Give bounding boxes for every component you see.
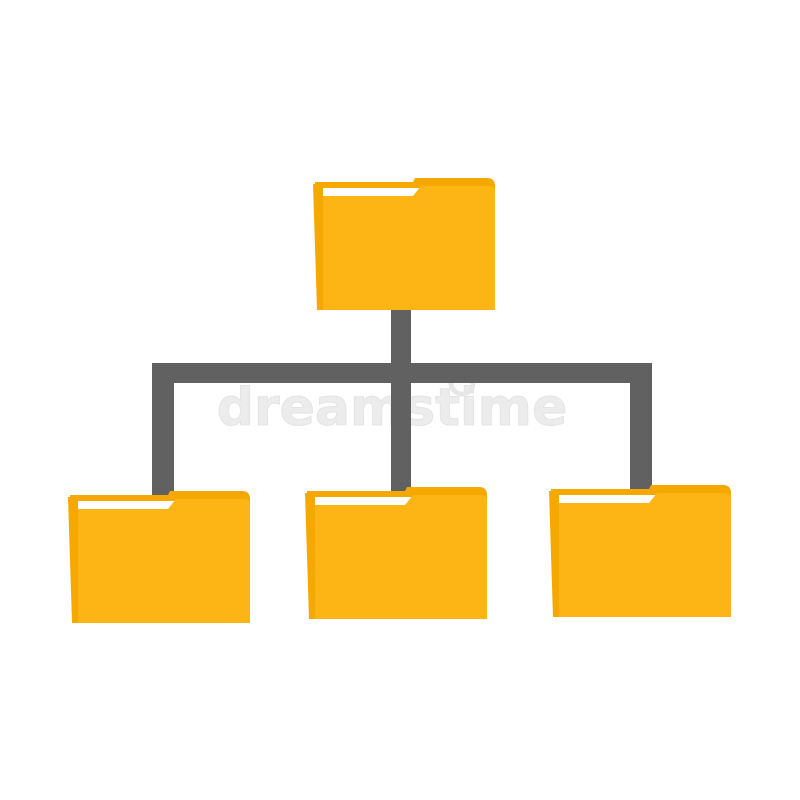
folder-spine [549, 491, 559, 617]
folder-front [315, 495, 487, 619]
folder-spine [68, 497, 78, 623]
folder-front [78, 499, 250, 623]
connector-right-drop [630, 363, 652, 491]
hierarchy-connector [152, 308, 652, 495]
folder-icon[interactable] [68, 491, 250, 623]
folder-icon[interactable] [549, 485, 731, 617]
connector-center-drop [391, 363, 411, 493]
folder-icon[interactable] [313, 178, 495, 310]
folder-front [323, 186, 495, 310]
folder-spine [305, 493, 315, 619]
folder-icon[interactable] [305, 487, 487, 619]
connector-left-drop [152, 363, 174, 495]
folder-front [559, 493, 731, 617]
folder-spine [313, 184, 323, 310]
connector-root-stem [391, 308, 411, 370]
